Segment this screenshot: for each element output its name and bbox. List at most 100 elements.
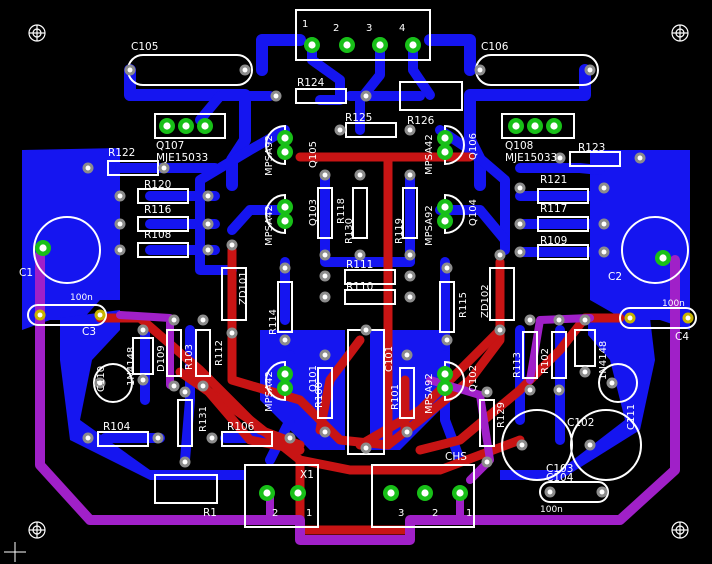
- label-r118: R118: [336, 198, 347, 224]
- pad: [137, 374, 149, 386]
- pad: [202, 244, 214, 256]
- label-r1: R1: [203, 507, 217, 519]
- label-q102: Q102: [468, 365, 479, 392]
- pad: [34, 309, 46, 321]
- pad: [277, 199, 293, 215]
- pad: [239, 64, 251, 76]
- pad: [546, 118, 562, 134]
- pad: [655, 250, 671, 266]
- pad: [354, 169, 366, 181]
- pad: [474, 64, 486, 76]
- pad: [554, 152, 566, 164]
- pad: [277, 366, 293, 382]
- pad: [481, 456, 493, 468]
- label-r103: R103: [184, 344, 195, 370]
- label-r124: R124: [297, 77, 325, 89]
- pads: [34, 37, 694, 501]
- pad: [634, 152, 646, 164]
- pad: [553, 314, 565, 326]
- pad: [404, 124, 416, 136]
- pad: [401, 349, 413, 361]
- pad: [606, 377, 618, 389]
- pad: [437, 144, 453, 160]
- pad: [514, 182, 526, 194]
- pad: [319, 169, 331, 181]
- pad: [437, 199, 453, 215]
- pad: [159, 118, 175, 134]
- pad: [277, 380, 293, 396]
- pad: [596, 486, 608, 498]
- label-r114: R114: [268, 309, 279, 335]
- pad: [114, 218, 126, 230]
- label-r101: R101: [390, 384, 401, 410]
- label-zd102: ZD102: [480, 284, 491, 318]
- label-c105: C105: [131, 41, 158, 53]
- pad: [206, 432, 218, 444]
- pad: [114, 190, 126, 202]
- label-r112: R112: [214, 340, 225, 366]
- connector-pin-label: 1: [306, 508, 312, 519]
- pad: [152, 432, 164, 444]
- label-r117: R117: [540, 203, 567, 215]
- resistors: [97, 88, 621, 447]
- label-r131: R131: [198, 406, 209, 432]
- pad: [579, 314, 591, 326]
- pad: [319, 249, 331, 261]
- label-q107: Q107: [156, 140, 184, 152]
- label-r108: R108: [144, 229, 171, 241]
- pad: [319, 349, 331, 361]
- pad: [319, 270, 331, 282]
- pad: [404, 249, 416, 261]
- transistors: [265, 124, 465, 402]
- mounting-holes: [28, 24, 689, 539]
- pad: [304, 37, 320, 53]
- pad: [94, 309, 106, 321]
- pad: [319, 291, 331, 303]
- label-r111: R111: [346, 259, 373, 271]
- label-d109: D109: [156, 345, 167, 372]
- connector-pin-label: 1: [302, 19, 308, 30]
- pad: [437, 130, 453, 146]
- label-c3: C3: [82, 326, 96, 338]
- pad: [494, 249, 506, 261]
- pad: [404, 291, 416, 303]
- label-q108-type: MJE15033: [505, 152, 557, 164]
- pad: [202, 218, 214, 230]
- label-r113: R113: [512, 352, 523, 378]
- connector-pin-label: 2: [333, 23, 339, 34]
- pad: [624, 312, 636, 324]
- pad: [441, 334, 453, 346]
- label-r100: R100: [314, 382, 325, 408]
- pad: [441, 262, 453, 274]
- pad: [527, 118, 543, 134]
- pad: [494, 324, 506, 336]
- label-q104: Q104: [468, 199, 479, 226]
- label-q107-type: MJE15033: [156, 152, 208, 164]
- label-r120: R120: [144, 179, 171, 191]
- pad: [383, 485, 399, 501]
- label-r129: R129: [496, 402, 507, 428]
- label-q105: Q105: [308, 141, 319, 168]
- pad: [277, 144, 293, 160]
- label-q101: Q101: [308, 365, 319, 392]
- label-q101-type: MPSA42: [264, 371, 275, 412]
- pad: [598, 246, 610, 258]
- label-x1: X1: [300, 469, 314, 481]
- label-c111: C111: [626, 404, 637, 430]
- label-r109: R109: [540, 235, 567, 247]
- label-c2: C2: [608, 271, 622, 283]
- pad: [277, 213, 293, 229]
- label-d109-type: 1N4148: [126, 347, 137, 386]
- label-c4-value: 100n: [662, 299, 685, 309]
- pad: [82, 162, 94, 174]
- label-c1: C1: [19, 267, 33, 279]
- connector-pin-label: 2: [432, 508, 438, 519]
- pad: [178, 118, 194, 134]
- connector-pin-label: 4: [399, 23, 405, 34]
- pad: [202, 190, 214, 202]
- label-c104: C104: [546, 472, 574, 484]
- label-r115: R115: [458, 292, 469, 318]
- pad: [226, 239, 238, 251]
- pad: [226, 327, 238, 339]
- label-q103-type: MPSA42: [264, 205, 275, 246]
